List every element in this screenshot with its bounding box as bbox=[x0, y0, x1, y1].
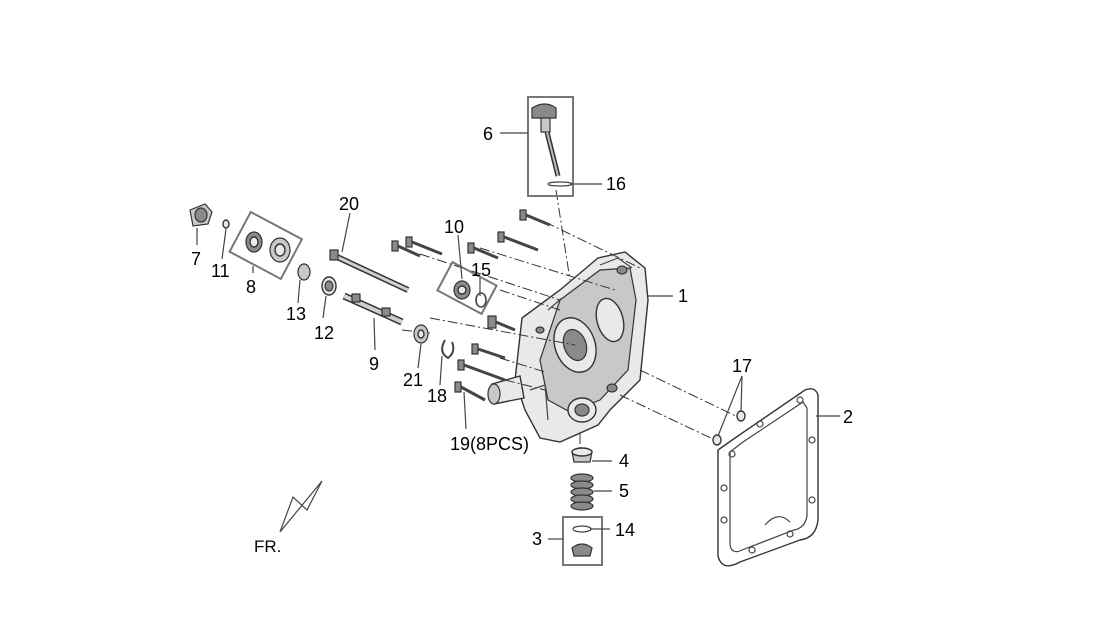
seal-kit-8 bbox=[228, 210, 304, 281]
callout-9: 9 bbox=[369, 354, 379, 374]
callout-16: 16 bbox=[606, 174, 626, 194]
callout-19: 19(8PCS) bbox=[450, 434, 529, 454]
drain-group-frame bbox=[562, 516, 603, 566]
oil-drain-assembly bbox=[562, 447, 603, 566]
seal-kit-10 bbox=[436, 260, 498, 316]
assembly-axis-lines bbox=[401, 189, 741, 455]
callout-labels: 1 2 3 4 5 6 7 8 9 10 11 12 13 14 15 16 1… bbox=[191, 124, 853, 549]
callout-15: 15 bbox=[471, 260, 491, 280]
bolt bbox=[487, 315, 516, 332]
oil-dipstick-assembly bbox=[527, 96, 574, 197]
spring bbox=[570, 473, 594, 511]
callout-13: 13 bbox=[286, 304, 306, 324]
callout-4: 4 bbox=[619, 451, 629, 471]
dipstick-group-frame bbox=[527, 96, 574, 197]
callout-11: 11 bbox=[211, 261, 230, 281]
callout-18: 18 bbox=[427, 386, 447, 406]
bolt bbox=[405, 236, 443, 256]
long-stud-bolt bbox=[329, 249, 410, 293]
washer-11 bbox=[222, 219, 230, 229]
callout-17: 17 bbox=[732, 356, 752, 376]
bolt bbox=[497, 231, 539, 252]
callout-8: 8 bbox=[246, 277, 256, 297]
callout-2: 2 bbox=[843, 407, 853, 427]
dowel-pins bbox=[712, 410, 746, 446]
bolt bbox=[457, 359, 506, 382]
bolt bbox=[454, 381, 486, 402]
crankcase-cover bbox=[487, 251, 649, 443]
bolt bbox=[391, 240, 421, 258]
callout-10: 10 bbox=[444, 217, 464, 237]
leader-lines bbox=[196, 132, 840, 540]
bolt bbox=[471, 343, 506, 360]
direction-label: FR. bbox=[254, 537, 281, 556]
bolt bbox=[519, 209, 551, 227]
left-side-small-parts bbox=[189, 203, 498, 360]
callout-5: 5 bbox=[619, 481, 629, 501]
callout-6: 6 bbox=[483, 124, 493, 144]
cover-bolts bbox=[391, 209, 551, 402]
washer-13 bbox=[297, 263, 311, 281]
callout-14: 14 bbox=[615, 520, 635, 540]
callout-21: 21 bbox=[403, 370, 423, 390]
circlip-18 bbox=[441, 339, 455, 360]
callout-20: 20 bbox=[339, 194, 359, 214]
callout-7: 7 bbox=[191, 249, 201, 269]
shaft-9 bbox=[342, 292, 404, 326]
callout-12: 12 bbox=[314, 323, 334, 343]
nut-7 bbox=[189, 203, 213, 227]
gasket bbox=[717, 388, 819, 567]
bolt bbox=[467, 242, 499, 260]
callout-1: 1 bbox=[678, 286, 688, 306]
callout-3: 3 bbox=[532, 529, 542, 549]
direction-indicator: FR. bbox=[254, 480, 323, 556]
